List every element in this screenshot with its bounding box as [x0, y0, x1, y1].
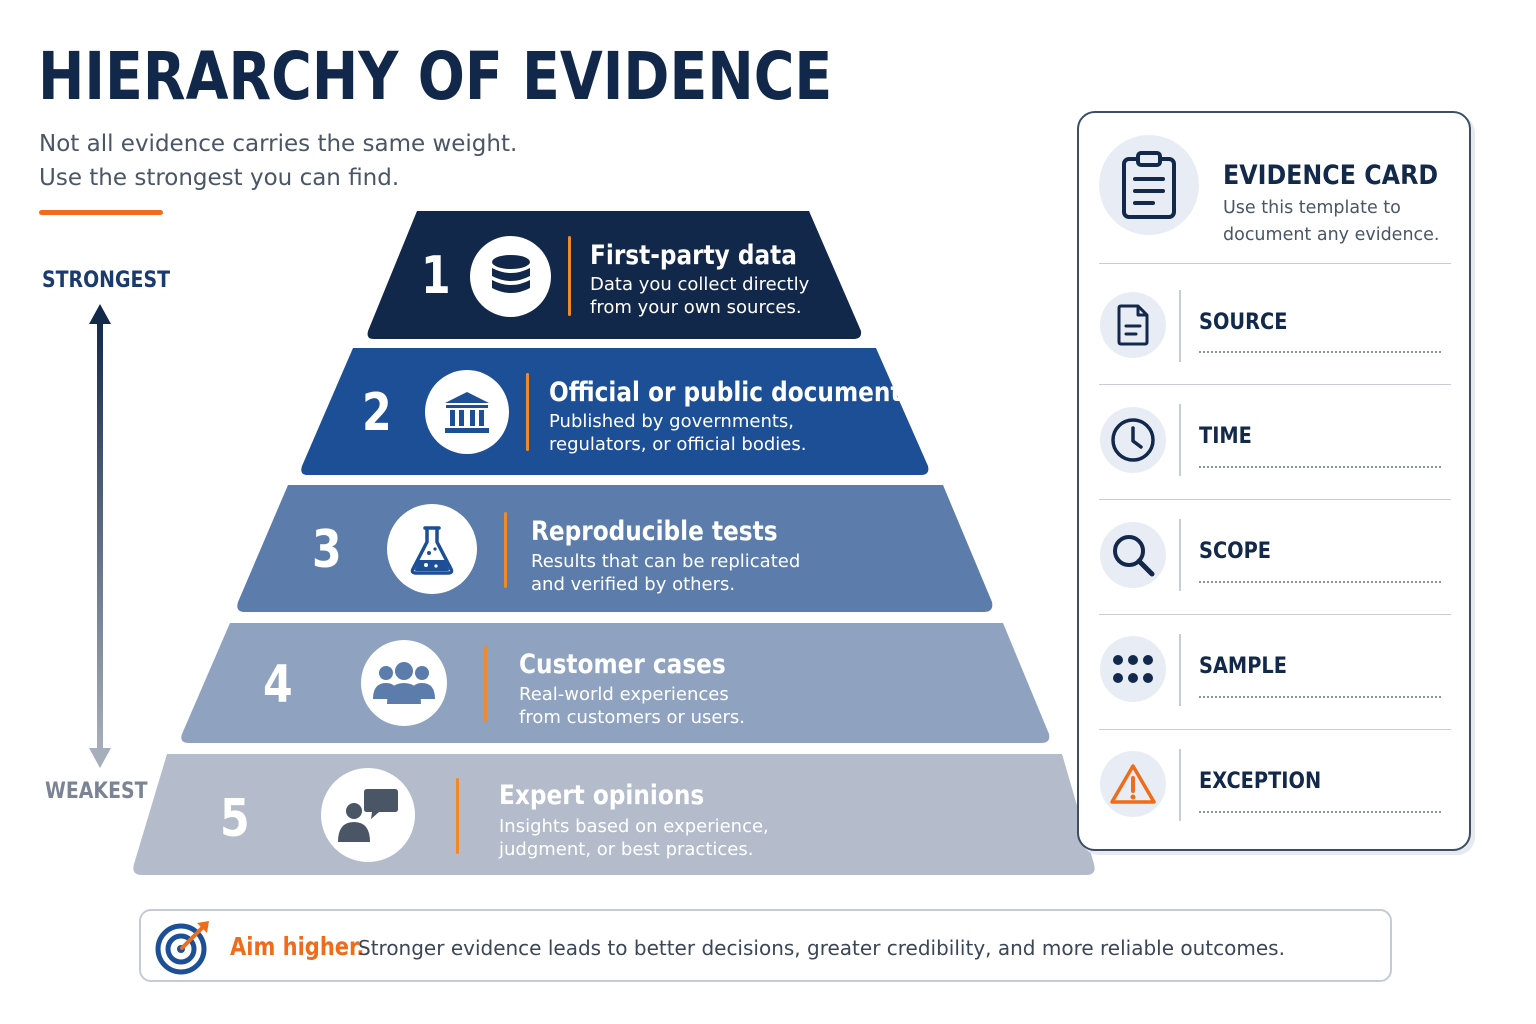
source-label: SOURCE — [1199, 310, 1288, 335]
tier-1-desc-line-1: Data you collect directly — [590, 274, 810, 295]
dots-icon — [1100, 636, 1166, 702]
card-field-source: SOURCE — [1079, 263, 1469, 377]
users-icon — [361, 640, 447, 726]
target-icon — [155, 921, 209, 975]
chat-person-icon — [321, 768, 415, 862]
strongest-label: STRONGEST — [42, 268, 171, 293]
row-divider — [1179, 749, 1181, 821]
card-rule — [1099, 263, 1451, 264]
tier-5-number: 5 — [220, 789, 250, 849]
tier-3-desc-line-2: and verified by others. — [531, 574, 736, 595]
tier-1-desc-line-2: from your own sources. — [590, 297, 802, 318]
tier-5-description: Insights based on experience, judgment, … — [499, 815, 769, 861]
tier-2-description: Published by governments, regulators, or… — [549, 410, 806, 456]
tier-5-title: Expert opinions — [499, 780, 705, 811]
weakest-label: WEAKEST — [45, 779, 148, 804]
magnifier-icon — [1100, 522, 1166, 588]
row-divider — [1179, 290, 1181, 362]
flask-icon — [387, 504, 477, 594]
card-field-scope: SCOPE — [1079, 499, 1469, 613]
tier-1-title: First-party data — [590, 240, 797, 271]
card-rule — [1099, 499, 1451, 500]
exception-entry-line[interactable] — [1199, 811, 1441, 813]
subtitle-line-2: Use the strongest you can find. — [39, 165, 400, 191]
sample-entry-line[interactable] — [1199, 696, 1441, 698]
database-icon — [470, 236, 551, 317]
tier-5-separator — [456, 778, 459, 854]
strength-arrow-icon — [89, 304, 111, 768]
tier-4-separator — [484, 646, 487, 722]
exception-label: EXCEPTION — [1199, 769, 1322, 794]
row-divider — [1179, 519, 1181, 591]
tier-3-title: Reproducible tests — [531, 516, 778, 547]
tier-5-desc-line-2: judgment, or best practices. — [499, 839, 754, 860]
clock-icon — [1100, 407, 1166, 473]
tier-4-desc-line-1: Real-world experiences — [519, 684, 729, 705]
page-subtitle: Not all evidence carries the same weight… — [39, 127, 639, 195]
card-field-time: TIME — [1079, 384, 1469, 498]
clipboard-icon — [1099, 135, 1199, 235]
footer-text: Stronger evidence leads to better decisi… — [358, 936, 1285, 960]
scope-label: SCOPE — [1199, 539, 1272, 564]
scope-entry-line[interactable] — [1199, 581, 1441, 583]
card-subtitle-line-2: document any evidence. — [1223, 225, 1440, 245]
card-title: EVIDENCE CARD — [1223, 160, 1439, 191]
document-icon — [1100, 292, 1166, 358]
tier-3-desc-line-1: Results that can be replicated — [531, 551, 801, 572]
card-rule — [1099, 384, 1451, 385]
card-field-sample: SAMPLE — [1079, 614, 1469, 728]
tier-3-number: 3 — [312, 520, 342, 580]
tier-4-description: Real-world experiences from customers or… — [519, 683, 745, 729]
tier-2-desc-line-1: Published by governments, — [549, 411, 795, 432]
footer-lead: Aim higher. — [230, 932, 365, 961]
tier-4-desc-line-2: from customers or users. — [519, 707, 745, 728]
tier-5-desc-line-1: Insights based on experience, — [499, 816, 769, 837]
tier-3-description: Results that can be replicated and verif… — [531, 550, 800, 596]
bank-icon — [425, 370, 509, 454]
card-rule — [1099, 729, 1451, 730]
page-title: HIERARCHY OF EVIDENCE — [38, 38, 833, 115]
tier-2-number: 2 — [362, 383, 392, 443]
card-subtitle: Use this template to document any eviden… — [1223, 195, 1440, 249]
warning-icon — [1100, 751, 1166, 817]
card-rule — [1099, 614, 1451, 615]
card-subtitle-line-1: Use this template to — [1223, 198, 1401, 218]
sample-label: SAMPLE — [1199, 654, 1287, 679]
tier-2-title: Official or public documents — [549, 377, 916, 408]
tier-2-separator — [526, 373, 529, 451]
accent-underline — [39, 210, 163, 215]
source-entry-line[interactable] — [1199, 351, 1441, 353]
tier-3-separator — [504, 512, 507, 588]
tier-4-title: Customer cases — [519, 649, 726, 680]
tier-1-description: Data you collect directly from your own … — [590, 273, 809, 319]
tier-1-separator — [568, 236, 571, 316]
tier-2-desc-line-2: regulators, or official bodies. — [549, 434, 807, 455]
subtitle-line-1: Not all evidence carries the same weight… — [39, 131, 518, 157]
tier-4-number: 4 — [263, 655, 293, 715]
row-divider — [1179, 634, 1181, 706]
card-field-exception: EXCEPTION — [1079, 729, 1469, 843]
time-entry-line[interactable] — [1199, 466, 1441, 468]
time-label: TIME — [1199, 424, 1252, 449]
footer-callout: Aim higher. Stronger evidence leads to b… — [139, 909, 1392, 982]
tier-1-number: 1 — [421, 246, 451, 306]
evidence-card: EVIDENCE CARD Use this template to docum… — [1077, 111, 1471, 851]
row-divider — [1179, 404, 1181, 476]
